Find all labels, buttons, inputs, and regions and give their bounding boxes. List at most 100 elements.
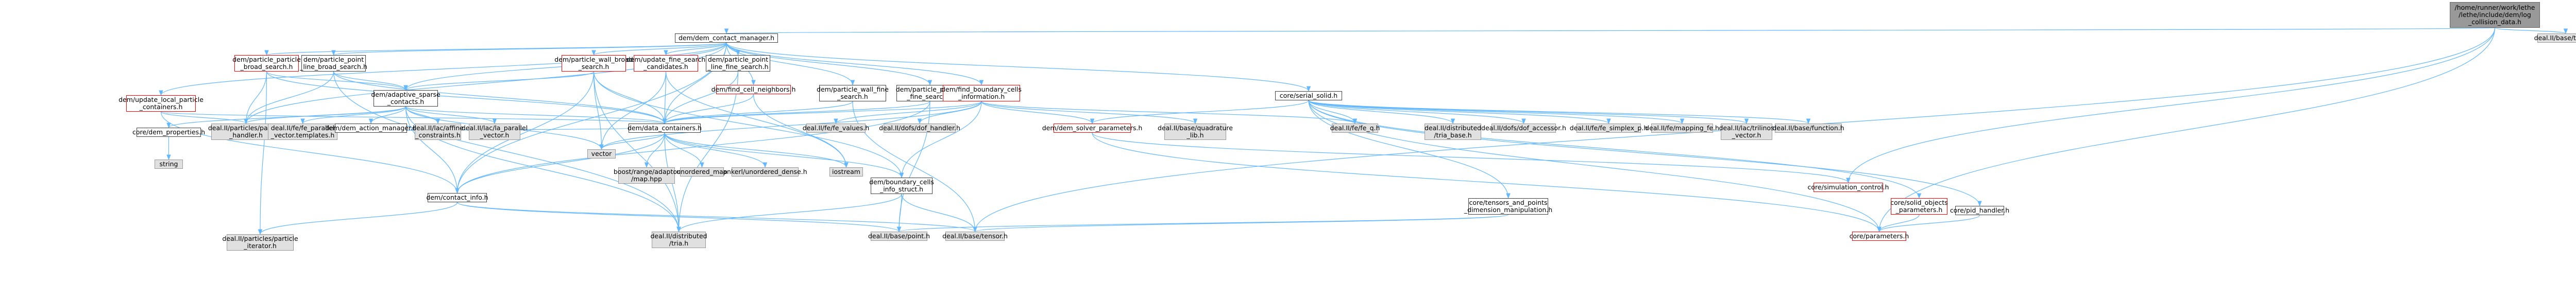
node-trilinos[interactable]: deal.II/lac/trilinos _vector.h <box>1719 124 1774 140</box>
node-mapfe[interactable]: deal.II/fe/mapping_fe.h <box>1645 124 1719 133</box>
node-ppbs[interactable]: dem/particle_particle _broad_search.h <box>232 55 301 72</box>
edge-dcm-to-pwbs <box>591 42 727 56</box>
edge-pplfs-to-pph <box>244 71 334 125</box>
node-fcn[interactable]: dem/find_cell_neighbors.h <box>711 85 796 94</box>
edge-fbci-to-vector <box>599 101 982 150</box>
edge-pplfine-to-tria <box>676 71 739 233</box>
node-fevals[interactable]: deal.II/fe/fe_values.h <box>802 124 870 133</box>
edge-pwbs-to-contact <box>455 71 595 194</box>
edge-ppfs-to-contact <box>455 101 930 194</box>
edge-root-to-types <box>2494 27 2568 34</box>
edge-ssolid-to-tpdm <box>1308 100 1511 199</box>
edge-ulpc-to-dcont <box>160 111 667 125</box>
edge-dcont-to-vector <box>599 132 665 150</box>
edge-tpdm-to-tensor <box>973 214 1509 233</box>
node-ulpc[interactable]: dem/update_local_particle _containers.h <box>118 95 204 112</box>
edge-bcinfo-to-tria <box>676 194 902 233</box>
node-sop[interactable]: core/solid_objects _parameters.h <box>1890 198 1948 215</box>
edge-ppbs-to-dcont <box>266 71 667 125</box>
edge-ppbs-to-pit <box>258 71 267 235</box>
edge-dcm-to-ssolid <box>726 42 1311 92</box>
edge-dcm-to-fbci <box>726 42 984 86</box>
node-pplfs[interactable]: dem/particle_point _line_broad_search.h <box>300 55 367 72</box>
edge-dcont-to-contact <box>455 132 665 194</box>
edge-root-to-dcm <box>726 27 2496 34</box>
node-dofacc[interactable]: deal.II/dofs/dof_accessor.h <box>1481 124 1566 133</box>
edge-ssolid-to-func <box>1308 100 1810 125</box>
node-fesimplex[interactable]: deal.II/fe/fe_simplex_p.h <box>1569 124 1648 133</box>
edge-pplfs-to-adapt <box>333 71 408 91</box>
node-string[interactable]: string <box>155 160 183 169</box>
edge-pplfs-to-tria <box>333 71 681 233</box>
edge-ppbs-to-pph <box>244 71 267 125</box>
node-types[interactable]: deal.II/base/types.h <box>2534 33 2576 43</box>
node-ssolid[interactable]: core/serial_solid.h <box>1275 91 1342 100</box>
node-contact[interactable]: dem/contact_info.h <box>426 193 488 202</box>
edge-dcont-to-umap <box>664 132 704 168</box>
node-tensor[interactable]: deal.II/base/tensor.h <box>942 232 1008 241</box>
node-dcm[interactable]: dem/dem_contact_manager.h <box>675 33 778 43</box>
edge-fbci-to-fevals <box>834 101 982 125</box>
node-func[interactable]: deal.II/base/function.h <box>1772 124 1844 133</box>
node-simctrl[interactable]: core/simulation_control.h <box>1807 183 1889 192</box>
node-demprop[interactable]: core/dem_properties.h <box>132 128 206 137</box>
node-params[interactable]: core/parameters.h <box>1849 232 1909 241</box>
edge-pwfs-to-dcont <box>662 101 853 125</box>
node-boost[interactable]: boost/range/adaptor /map.hpp <box>613 167 680 184</box>
node-pwbs[interactable]: dem/particle_wall_broad _search.h <box>554 55 633 72</box>
edge-adapt-to-dcont <box>405 106 667 125</box>
edge-dcont-to-bcinfo <box>664 132 904 179</box>
node-pplfine[interactable]: dem/particle_point _line_fine_search.h <box>706 55 770 72</box>
node-pwfs[interactable]: dem/particle_wall_fine _search.h <box>817 85 889 101</box>
node-adapt[interactable]: dem/adaptive_sparse _contacts.h <box>371 90 440 107</box>
node-dcont[interactable]: dem/data_containers.h <box>627 124 702 133</box>
edge-ufsc-to-vector <box>599 71 667 150</box>
node-pit[interactable]: deal.II/particles/particle _iterator.h <box>222 234 298 251</box>
node-vector[interactable]: vector <box>587 149 616 159</box>
edge-fcn-to-iostream <box>753 94 849 168</box>
edge-ppbs-to-adapt <box>266 71 408 91</box>
node-dsp[interactable]: dem/dem_solver_parameters.h <box>1042 124 1143 133</box>
edge-root-to-params <box>1877 27 2496 233</box>
node-feq[interactable]: deal.II/fe/fe_q.h <box>1330 124 1380 133</box>
node-ankerl[interactable]: ankerl/unordered_dense.h <box>723 167 807 177</box>
edge-pwbs-to-vector <box>593 71 604 150</box>
node-tpdm[interactable]: core/tensors_and_points _dimension_manip… <box>1464 198 1553 215</box>
node-pidh[interactable]: core/pid_handler.h <box>1950 206 2010 215</box>
node-bcinfo[interactable]: dem/boundary_cells _info_struct.h <box>869 178 934 194</box>
node-dam[interactable]: dem/dem_action_manager.h <box>325 124 417 133</box>
edge-ssolid-to-tria_base <box>1308 100 1455 125</box>
node-lapv[interactable]: deal.II/lac/la_parallel _vector.h <box>461 124 528 140</box>
edge-pwbs-to-tria <box>593 71 681 233</box>
edge-dcont-to-boost <box>644 132 665 168</box>
edge-dcont-to-iostream <box>664 132 849 168</box>
edge-dcm-to-ufsc <box>664 42 727 56</box>
edge-pwbs-to-bcinfo <box>593 71 904 179</box>
edge-ufsc-to-dcont <box>662 71 667 125</box>
node-quad[interactable]: deal.II/base/quadrature _lib.h <box>1158 124 1233 140</box>
node-fbci[interactable]: dem/find_boundary_cells _information.h <box>941 85 1022 101</box>
edge-pplfs-to-dcont <box>333 71 667 125</box>
node-point[interactable]: deal.II/base/point.h <box>868 232 930 241</box>
node-dofh[interactable]: deal.II/dofs/dof_handler.h <box>879 124 960 133</box>
edge-ssolid-to-sop <box>1308 100 1922 199</box>
node-fapt[interactable]: deal.II/fe/fe_parallel _vector.templates… <box>268 124 337 140</box>
node-root[interactable]: /home/runner/work/lethe /lethe/include/d… <box>2450 2 2540 28</box>
edge-ulpc-to-contact <box>160 111 460 194</box>
edge-root-to-simctrl <box>1846 27 2496 184</box>
node-iostream[interactable]: iostream <box>829 167 863 177</box>
edge-adapt-to-contact <box>405 106 460 194</box>
edge-fbci-to-bcinfo <box>899 101 982 179</box>
node-tria_base[interactable]: deal.II/distributed /tria_base.h <box>1424 124 1482 140</box>
node-ufsc[interactable]: dem/update_fine_search _candidates.h <box>626 55 706 72</box>
node-umap[interactable]: unordered_map <box>676 167 727 177</box>
edge-dcm-to-pwfs <box>726 42 855 86</box>
edge-pplfine-to-dcont <box>662 71 739 125</box>
edge-fbci-to-quad <box>981 101 1198 125</box>
node-affine[interactable]: deal.II/lac/affine _constraints.h <box>412 124 464 140</box>
edge-adapt-to-lapv <box>405 106 497 125</box>
edge-ssolid-to-feq <box>1308 100 1358 125</box>
node-tria[interactable]: deal.II/distributed /tria.h <box>650 232 707 248</box>
edge-contact-to-point <box>456 202 902 233</box>
